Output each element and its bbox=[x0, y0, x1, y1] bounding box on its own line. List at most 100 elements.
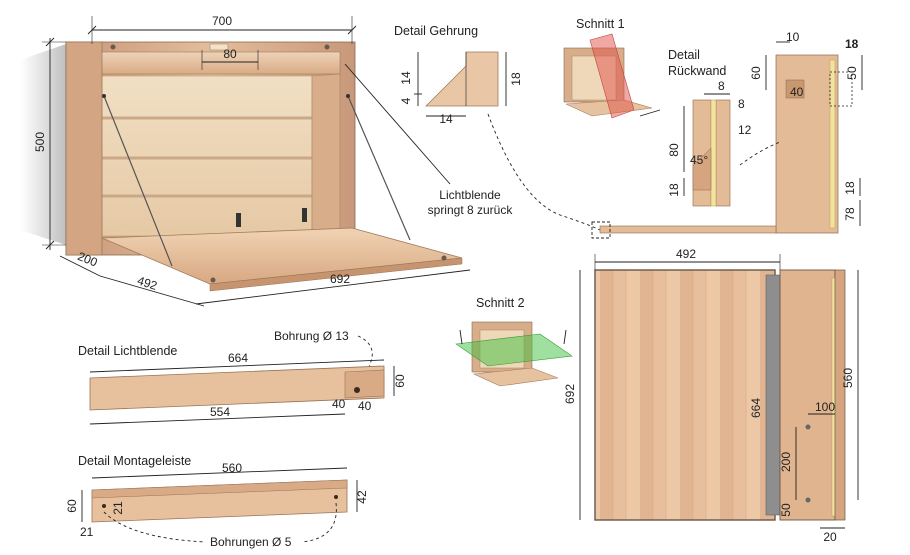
flap-section bbox=[599, 225, 777, 234]
gehrung-leader bbox=[487, 113, 601, 231]
rueckwand-notch bbox=[785, 79, 805, 99]
dim-label-692: 692 bbox=[330, 272, 350, 286]
wall-shadow bbox=[20, 44, 66, 245]
dim-label-lb-664: 664 bbox=[228, 351, 248, 365]
montageleiste-title: Detail Montageleiste bbox=[78, 454, 191, 468]
dim-label-rw-78: 78 bbox=[843, 207, 857, 221]
dim-label-80: 80 bbox=[223, 47, 237, 61]
stay-right bbox=[347, 95, 411, 241]
dim-label-rw-12: 12 bbox=[738, 123, 752, 137]
mount-hole bbox=[805, 497, 811, 503]
screw bbox=[441, 255, 447, 261]
dim-label-plan-492: 492 bbox=[676, 247, 696, 261]
detail-right-board bbox=[715, 99, 731, 207]
dim-label-rw-40: 40 bbox=[790, 85, 804, 99]
tick bbox=[45, 240, 55, 250]
schnitt1-arrow bbox=[639, 109, 661, 117]
schnitt1-cut-plane bbox=[589, 33, 635, 119]
bohrungen5-leader bbox=[301, 502, 337, 543]
detail-gehrung: Detail Gehrung 14 4 18 14 bbox=[394, 24, 601, 231]
back-panel bbox=[101, 75, 313, 237]
detail-rueckwand: Detail Rückwand 8 8 12 80 45° 18 10 60 4… bbox=[591, 30, 863, 239]
dim-label-gehrung-18: 18 bbox=[509, 72, 523, 86]
back-panel-strip bbox=[829, 59, 836, 229]
dim-lb-554 bbox=[89, 413, 346, 425]
screw bbox=[324, 44, 330, 50]
plan-mount-strip bbox=[779, 269, 836, 521]
dim-label-492: 492 bbox=[136, 273, 160, 293]
gehrung-marker bbox=[591, 221, 611, 239]
detail-montageleiste: Detail Montageleiste 560 60 21 21 42 Boh… bbox=[65, 454, 369, 549]
lichtblende-board bbox=[89, 365, 385, 411]
stay-joint bbox=[346, 94, 350, 98]
dim-label-500: 500 bbox=[33, 132, 47, 152]
detail-miter bbox=[692, 147, 712, 191]
dim-label-plan-664: 664 bbox=[749, 398, 763, 418]
dim-692 bbox=[195, 269, 471, 305]
right-side-inner bbox=[311, 73, 341, 237]
dim-label-rw-60: 60 bbox=[749, 66, 763, 80]
clip bbox=[302, 208, 307, 222]
stay-joint bbox=[102, 94, 106, 98]
screw bbox=[110, 44, 116, 50]
schnitt2-cut-plane bbox=[455, 333, 573, 367]
dim-label-ml-560: 560 bbox=[222, 461, 242, 475]
schnitt2: Schnitt 2 bbox=[455, 296, 573, 387]
dim-label-rw-8a: 8 bbox=[718, 79, 725, 93]
lichtblende-title: Detail Lichtblende bbox=[78, 344, 177, 358]
detail-lichtblende: Detail Lichtblende Bohrung Ø 13 664 554 … bbox=[78, 329, 407, 425]
bohrung13-hole bbox=[354, 387, 360, 393]
dim-label-plan-100: 100 bbox=[815, 400, 835, 414]
tick bbox=[45, 37, 55, 47]
dim-label-rw-80: 80 bbox=[667, 143, 681, 157]
dim-label-700: 700 bbox=[212, 14, 232, 28]
mount-hole bbox=[805, 424, 811, 430]
plan-view: 492 692 664 560 100 200 50 20 bbox=[563, 247, 859, 544]
rueckwand-section bbox=[775, 54, 839, 234]
dim-ml-560 bbox=[91, 467, 348, 479]
left-side bbox=[65, 41, 103, 256]
schnitt2-flap bbox=[472, 367, 559, 387]
schnitt1-title: Schnitt 1 bbox=[576, 17, 625, 31]
dim-label-plan-692: 692 bbox=[563, 384, 577, 404]
plan-edge bbox=[834, 269, 846, 521]
piano-hinge bbox=[765, 274, 781, 516]
dim-label-ml-21a: 21 bbox=[111, 501, 125, 515]
tick bbox=[87, 25, 97, 35]
dim-200 bbox=[59, 255, 101, 277]
dim-label-lb-40b: 40 bbox=[358, 399, 372, 413]
tick bbox=[347, 25, 357, 35]
dim-label-rw-8b: 8 bbox=[738, 97, 745, 111]
screw bbox=[210, 277, 216, 283]
dim-label-plan-560: 560 bbox=[841, 368, 855, 388]
bohrungen5-leader bbox=[103, 511, 206, 543]
dim-label-gehrung-4: 4 bbox=[399, 97, 413, 104]
schnitt2-arrow bbox=[563, 329, 567, 345]
rueckwand-leader bbox=[739, 141, 781, 166]
montageleiste-miter bbox=[91, 479, 348, 499]
dim-label-gehrung-14b: 14 bbox=[439, 112, 453, 126]
dim-label-lb-60: 60 bbox=[393, 374, 407, 388]
detail-strip bbox=[710, 99, 717, 207]
schnitt1: Schnitt 1 bbox=[563, 17, 653, 119]
lichtblende-leader bbox=[344, 63, 451, 185]
dim-label-lb-40a: 40 bbox=[332, 397, 346, 411]
schnitt2-arrow bbox=[459, 329, 463, 345]
bohrung5-hole bbox=[334, 495, 338, 499]
dim-label-rw-18c: 18 bbox=[843, 181, 857, 195]
dim-label-rw-50: 50 bbox=[845, 66, 859, 80]
dim-label-rw-angle: 45° bbox=[690, 153, 708, 167]
clip bbox=[236, 213, 241, 227]
lichtblende-note-line1: Lichtblende bbox=[439, 188, 501, 202]
dim-label-plan-20: 20 bbox=[823, 530, 837, 544]
dim-label-gehrung-14: 14 bbox=[399, 71, 413, 85]
dim-label-ml-42: 42 bbox=[355, 490, 369, 504]
rueckwand-title-1: Detail bbox=[668, 48, 700, 62]
dim-label-rw-10: 10 bbox=[786, 30, 800, 44]
flap-edge bbox=[209, 257, 463, 292]
dim-label-rw-18b: 18 bbox=[667, 183, 681, 197]
top-slot bbox=[209, 43, 229, 51]
rueckwand-title-2: Rückwand bbox=[668, 64, 726, 78]
top-board bbox=[99, 51, 341, 75]
